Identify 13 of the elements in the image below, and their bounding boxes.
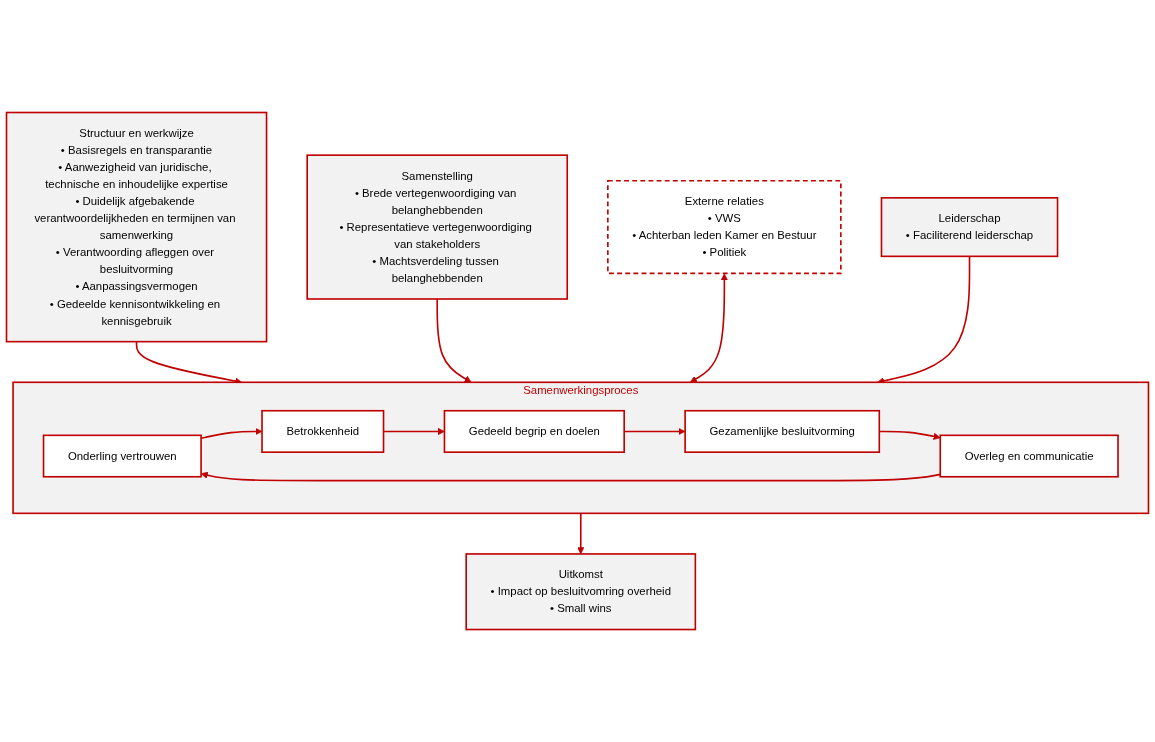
- arrow: [436, 298, 472, 383]
- node-box: Leiderschap • Faciliterend leiderschap: [880, 197, 1059, 258]
- node-box: Structuur en werkwijze • Basisregels en transparantie • Aanwezigheid van juridische, technische en inhoudelijke expertise • Duidelijk afgebakende verantwoordelijkheden en termijnen van samenwerking • Verantwoording afleggen over besluitvorming • Aanpassingsvermogen • Gedeelde kennisontwikkeling en kennisgebruik: [5, 111, 268, 343]
- node-box: Samenstelling • Brede vertegenwoordiging van belanghebbenden • Representatieve vertegenwoordiging van stakeholders • Machtsverdeling tussen belanghebbenden: [306, 154, 569, 300]
- node-box: Uitkomst • Impact op besluitvomring overheid • Small wins: [465, 553, 697, 631]
- node-box: Onderling vertrouwen: [42, 434, 202, 478]
- arrow: [577, 512, 585, 555]
- node-box: Overleg en communicatie: [939, 434, 1119, 478]
- arrow: [690, 273, 728, 383]
- node-box: Betrokkenheid: [261, 409, 385, 453]
- node-box: Gezamenlijke besluitvorming: [684, 409, 881, 453]
- node-box: Gedeeld begrip en doelen: [443, 409, 625, 453]
- node-box: Externe relaties • VWS • Achterban leden Kamer en Bestuur • Politiek: [607, 179, 842, 275]
